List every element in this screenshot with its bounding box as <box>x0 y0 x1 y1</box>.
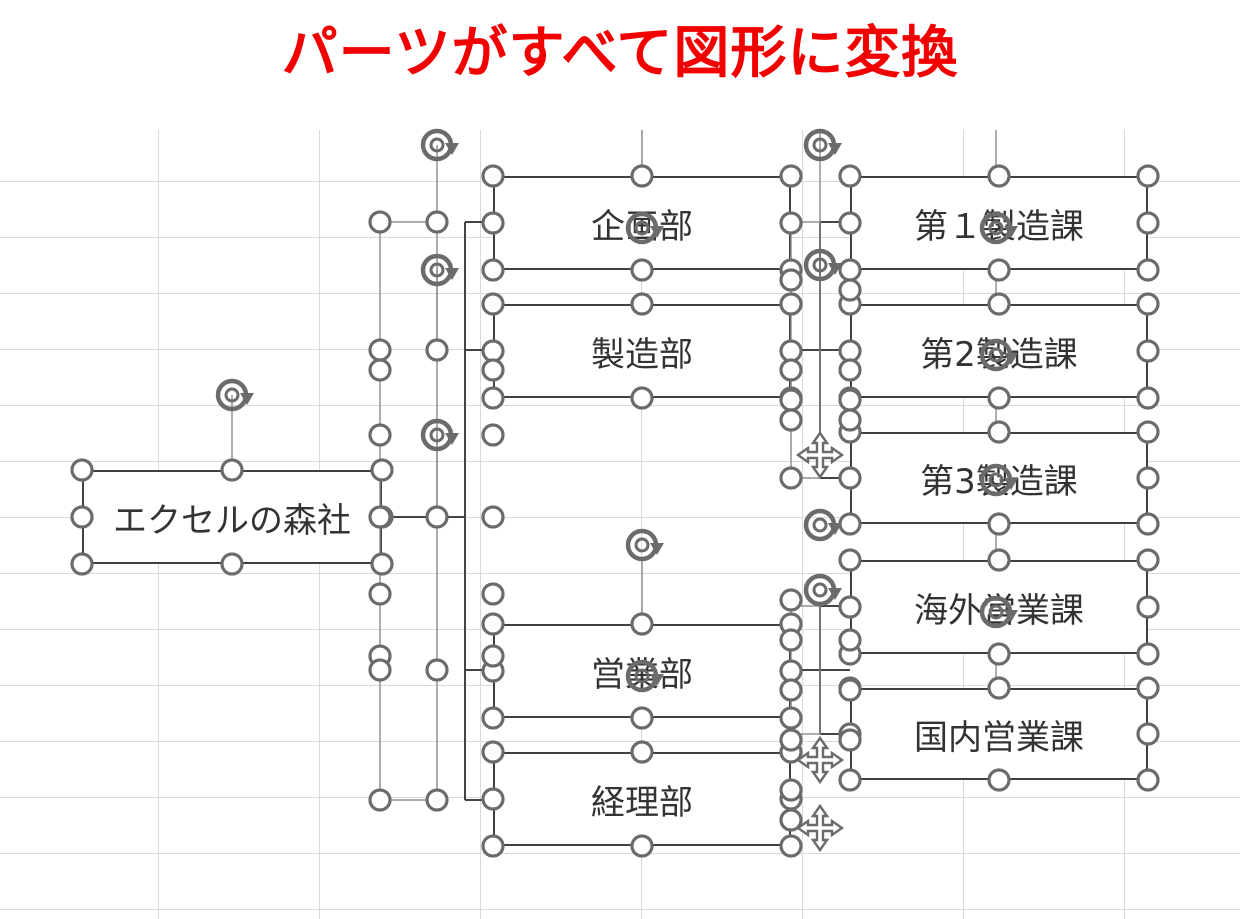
shape-overseas-sales-section[interactable]: 海外営業課 <box>850 560 1148 654</box>
shape-sales-dept[interactable]: 営業部 <box>493 624 791 718</box>
shape-label: 営業部 <box>591 654 693 695</box>
shape-manufacturing-dept[interactable]: 製造部 <box>493 304 791 398</box>
page-title: パーツがすべて図形に変換 <box>281 21 959 86</box>
shape-mfg-section-1[interactable]: 第１製造課 <box>850 176 1148 270</box>
shape-label: エクセルの森社 <box>113 500 351 541</box>
shape-planning-dept[interactable]: 企画部 <box>493 176 791 270</box>
shape-label: 国内営業課 <box>914 717 1084 758</box>
shape-label: 第2製造課 <box>920 334 1078 375</box>
shape-label: 海外営業課 <box>914 590 1084 631</box>
shape-mfg-section-3[interactable]: 第3製造課 <box>850 432 1148 524</box>
shape-root-company[interactable]: エクセルの森社 <box>82 470 382 564</box>
shape-label: 第3製造課 <box>920 461 1078 502</box>
shape-domestic-sales-section[interactable]: 国内営業課 <box>850 688 1148 780</box>
shape-mfg-section-2[interactable]: 第2製造課 <box>850 304 1148 398</box>
shape-label: 経理部 <box>591 782 693 823</box>
shape-accounting-dept[interactable]: 経理部 <box>493 752 791 846</box>
shape-label: 第１製造課 <box>914 206 1084 247</box>
shape-label: 製造部 <box>591 334 693 375</box>
shape-label: 企画部 <box>591 206 693 247</box>
